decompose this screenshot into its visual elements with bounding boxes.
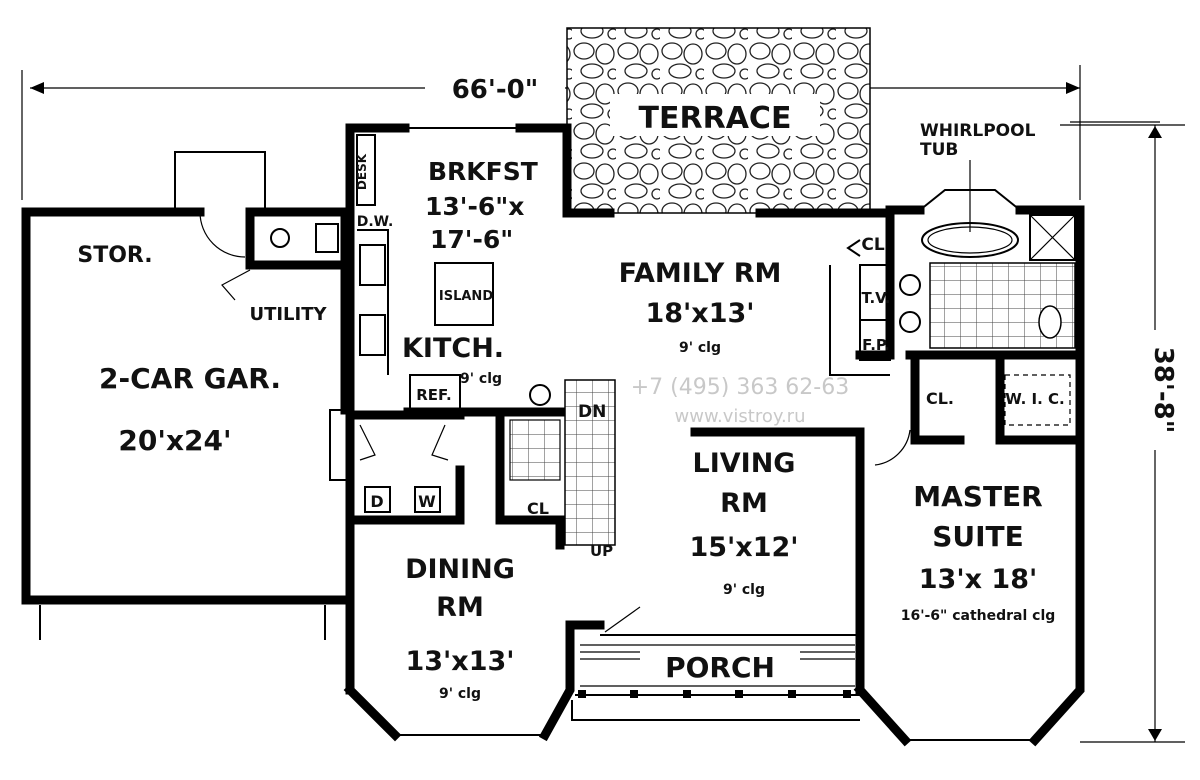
terrace-label: TERRACE <box>639 101 792 136</box>
dining-room-ceiling: 9' clg <box>439 686 481 702</box>
dishwasher-label: D.W. <box>357 214 394 230</box>
dining-room-size: 13'x13' <box>405 646 514 677</box>
family-room-size: 18'x13' <box>645 298 754 329</box>
family-room-ceiling: 9' clg <box>679 340 721 356</box>
cooktop-icon <box>359 314 386 356</box>
kitchen-ceiling: 9' clg <box>460 371 502 387</box>
breakfast-size-2: 17'-6" <box>430 225 513 254</box>
master-suite-size: 13'x 18' <box>919 564 1038 595</box>
master-suite-ceiling: 16'-6" cathedral clg <box>901 608 1056 624</box>
island-label: ISLAND <box>439 289 493 304</box>
dining-room-label-2: RM <box>436 592 484 623</box>
whirlpool-label-2: TUB <box>920 140 958 160</box>
garage-label: 2-CAR GAR. <box>99 362 281 395</box>
whirlpool-label-1: WHIRLPOOL <box>920 121 1036 141</box>
shower-icon <box>1029 214 1076 261</box>
stairs-down-label: DN <box>578 402 606 422</box>
depth-dimension-label: 38'-8" <box>1148 347 1178 434</box>
closet-label-family: CL <box>861 235 884 255</box>
kitchen-label: KITCH. <box>402 333 504 364</box>
family-room-label: FAMILY RM <box>619 258 782 289</box>
desk-label: DESK <box>355 153 369 190</box>
utility-label: UTILITY <box>249 304 327 325</box>
living-room-label-2: RM <box>720 488 768 519</box>
dining-room-label: DINING <box>405 554 515 585</box>
water-heater-icon <box>315 223 339 253</box>
kitchen-sink-icon <box>359 244 386 286</box>
garage-walls <box>21 151 350 640</box>
width-dimension-label: 66'-0" <box>452 75 539 105</box>
island <box>434 262 494 326</box>
living-room-size: 15'x12' <box>689 532 798 563</box>
master-suite-label-2: SUITE <box>932 520 1024 553</box>
garage-size: 20'x24' <box>118 424 231 457</box>
sink-icon <box>899 311 921 333</box>
breakfast-size-1: 13'-6"x <box>425 192 524 221</box>
dryer-label: D <box>370 492 383 511</box>
living-room-ceiling: 9' clg <box>723 582 765 598</box>
closet-label-stairs: CL <box>527 499 549 518</box>
living-room-label: LIVING <box>693 448 796 479</box>
utility-sink-icon <box>270 228 290 248</box>
closet-label-master: CL. <box>926 389 954 408</box>
tv-label: T.V. <box>861 289 890 307</box>
walk-in-closet-label: W. I. C. <box>1005 390 1064 408</box>
toilet-icon <box>1038 305 1062 339</box>
refrigerator-label: REF. <box>416 386 452 404</box>
sink-icon <box>899 274 921 296</box>
watermark-site: www.vistroy.ru <box>675 406 806 427</box>
porch-label: PORCH <box>665 651 775 684</box>
washer-label: W <box>418 492 436 511</box>
fireplace-label: F.P. <box>862 336 890 354</box>
storage-label: STOR. <box>77 243 152 268</box>
stairs-up-label: UP <box>590 542 613 560</box>
watermark-phone: +7 (495) 363 62-63 <box>631 375 850 400</box>
breakfast-label: BRKFST <box>428 157 538 186</box>
stairs <box>564 379 616 546</box>
master-suite-label: MASTER <box>913 480 1043 513</box>
